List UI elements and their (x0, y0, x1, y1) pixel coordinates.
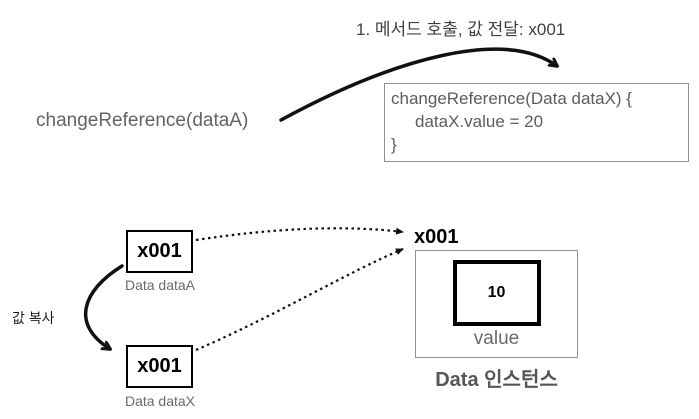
code-line-2: dataX.value = 20 (415, 112, 544, 131)
reference-caption-dataA: Data dataA (124, 277, 196, 293)
value-field-name: value (473, 328, 520, 349)
code-line-1: changeReference(Data dataX) { (391, 89, 632, 108)
instance-caption: Data 인스턴스 (435, 369, 558, 391)
data-instance-box: 10 value (415, 250, 578, 358)
instance-reference-label: x001 (414, 226, 459, 248)
dataA-reference-dotted-arrow (195, 227, 404, 242)
code-line-3: } (391, 135, 397, 154)
value-copy-label: 값 복사 (12, 310, 55, 326)
value-field-number: 10 (487, 284, 506, 301)
value-field-box: 10 (452, 260, 541, 326)
method-code-box: changeReference(Data dataX) { dataX.valu… (384, 83, 689, 162)
dataX-reference-dotted-arrow (195, 247, 404, 352)
reference-box-dataA: x001 (126, 230, 193, 273)
reference-value-dataX: x001 (137, 355, 182, 377)
reference-box-dataX: x001 (126, 345, 193, 388)
reference-value-dataA: x001 (137, 240, 182, 262)
step1-label: 1. 메서드 호출, 값 전달: x001 (356, 20, 566, 39)
reference-caption-dataX: Data dataX (124, 393, 196, 409)
caller-call-text: changeReference(dataA) (36, 110, 249, 131)
